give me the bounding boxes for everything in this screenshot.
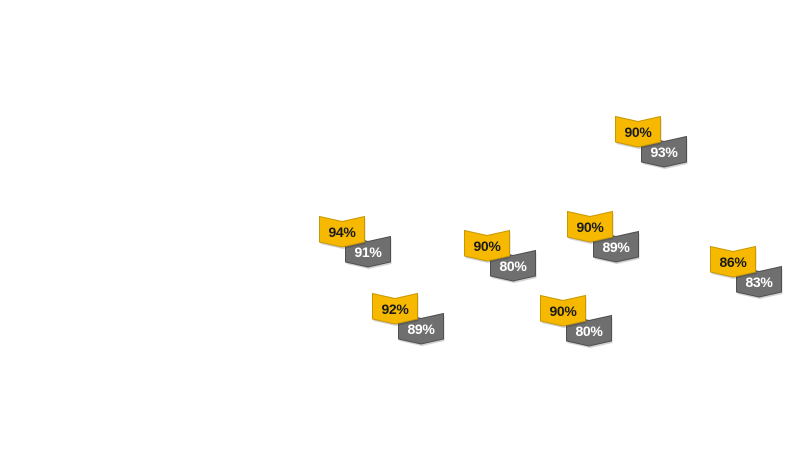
badge-body [540, 294, 586, 327]
secondary-value-label: 80% [575, 323, 603, 339]
primary-value-badge[interactable]: 92% [372, 292, 419, 326]
badge-body [372, 292, 418, 325]
primary-badge-shape [464, 229, 511, 263]
primary-value-badge[interactable]: 90% [567, 210, 614, 244]
primary-badge-shape [567, 210, 614, 244]
secondary-value-label: 89% [602, 239, 630, 255]
primary-value-badge[interactable]: 90% [540, 294, 587, 328]
primary-value-badge[interactable]: 90% [464, 229, 511, 263]
map-marker[interactable]: 94% 91% [319, 215, 392, 274]
secondary-value-label: 80% [499, 258, 527, 274]
secondary-value-label: 83% [745, 274, 773, 290]
primary-value-label: 94% [328, 224, 356, 240]
primary-badge-shape [540, 294, 587, 328]
badge-body [615, 115, 661, 148]
primary-badge-shape [615, 115, 662, 149]
primary-value-label: 90% [576, 219, 604, 235]
map-marker[interactable]: 90% 89% [567, 210, 640, 269]
primary-value-label: 90% [473, 238, 501, 254]
badge-body [567, 210, 613, 243]
primary-badge-shape [710, 245, 757, 279]
map-marker[interactable]: 90% 93% [615, 115, 688, 174]
secondary-value-label: 91% [354, 244, 382, 260]
primary-value-badge[interactable]: 86% [710, 245, 757, 279]
map-marker[interactable]: 92% 89% [372, 292, 445, 351]
map-marker[interactable]: 90% 80% [464, 229, 537, 288]
primary-value-badge[interactable]: 94% [319, 215, 366, 249]
secondary-value-label: 93% [650, 144, 678, 160]
primary-value-label: 90% [624, 124, 652, 140]
secondary-value-label: 89% [407, 321, 435, 337]
map-marker[interactable]: 86% 83% [710, 245, 783, 304]
map-marker[interactable]: 90% 80% [540, 294, 613, 353]
badge-body [710, 245, 756, 278]
primary-value-label: 86% [719, 254, 747, 270]
badge-body [319, 215, 365, 248]
primary-value-badge[interactable]: 90% [615, 115, 662, 149]
primary-badge-shape [372, 292, 419, 326]
primary-value-label: 92% [381, 301, 409, 317]
primary-badge-shape [319, 215, 366, 249]
badge-body [464, 229, 510, 262]
primary-value-label: 90% [549, 303, 577, 319]
